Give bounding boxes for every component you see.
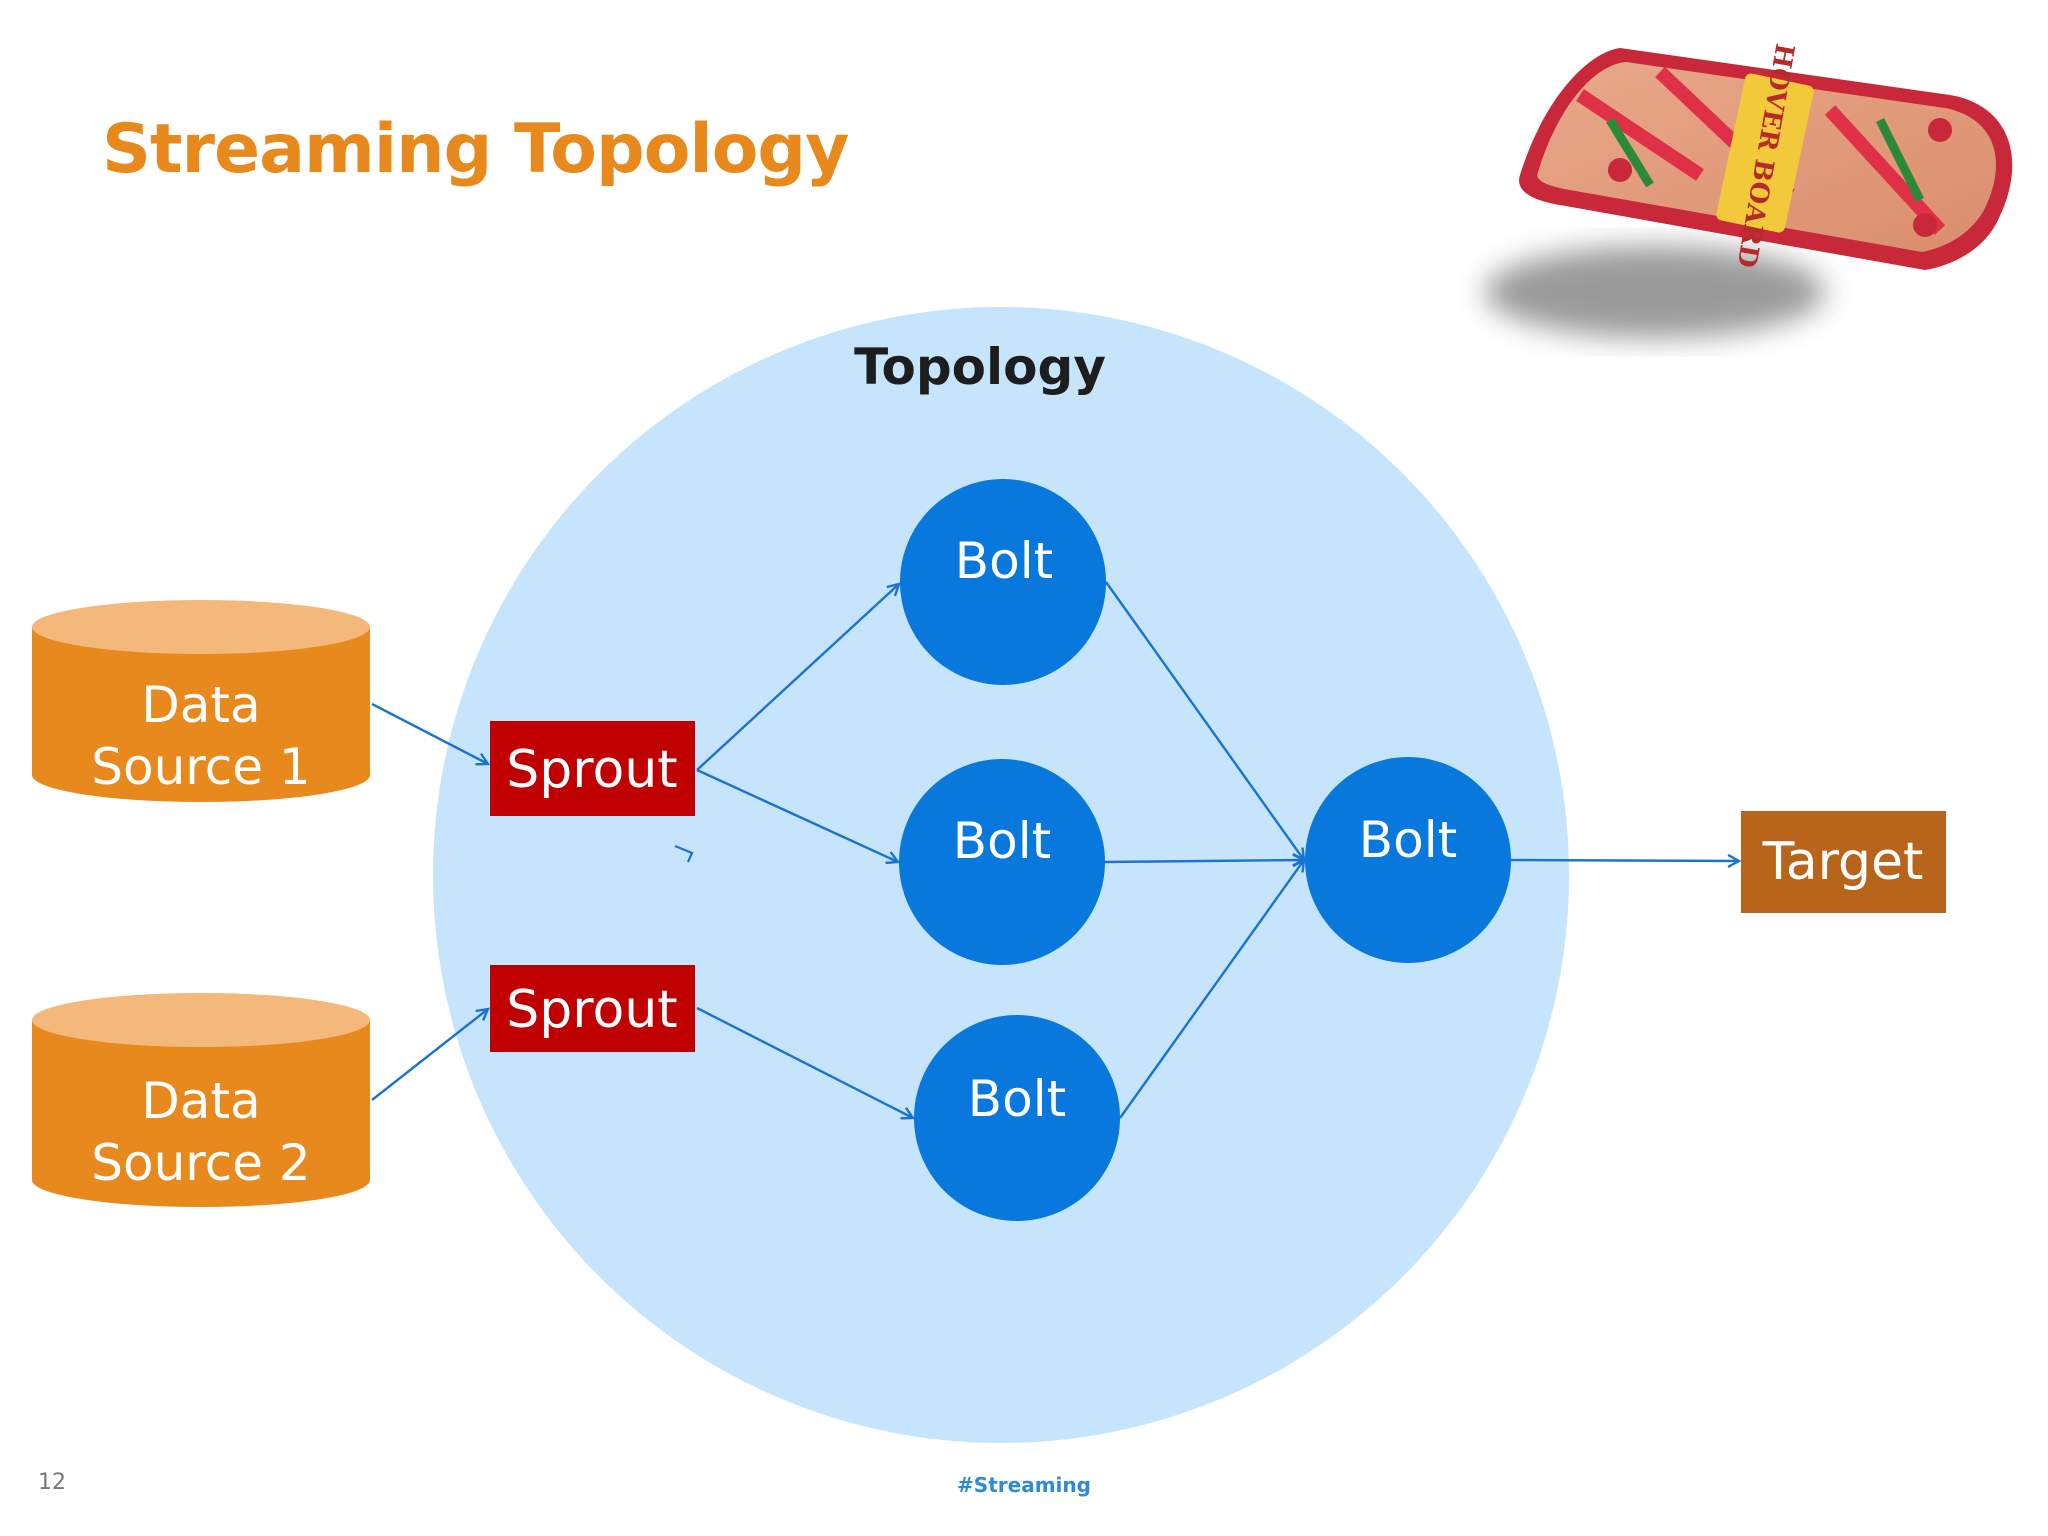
bolt-2-circle bbox=[899, 759, 1105, 965]
data-source-1-cylinder bbox=[32, 600, 370, 802]
sprout-1-box bbox=[490, 721, 695, 816]
data-source-2-line1: Data bbox=[141, 1072, 261, 1130]
bolt-4-label: Bolt bbox=[1358, 811, 1458, 869]
edge-bolt3-bolt4 bbox=[1119, 860, 1304, 1119]
bolt-3-circle bbox=[914, 1015, 1120, 1221]
bolt-2-label: Bolt bbox=[952, 812, 1052, 870]
edge-sprout1-bolt2 bbox=[696, 768, 898, 862]
data-source-1-line2: Source 1 bbox=[91, 738, 311, 796]
data-source-2-label: Data Source 2 bbox=[32, 1070, 370, 1194]
sprout-2-box bbox=[490, 965, 695, 1052]
edge-bolt1-bolt4 bbox=[1105, 581, 1304, 860]
edge-sprout1-bolt1 bbox=[696, 584, 899, 771]
data-source-1-label: Data Source 1 bbox=[32, 674, 370, 798]
page-number: 12 bbox=[38, 1470, 66, 1495]
sprout-2-label: Sprout bbox=[506, 980, 678, 1040]
data-source-1-line1: Data bbox=[141, 676, 261, 734]
topology-label: Topology bbox=[854, 338, 1106, 396]
data-source-2-cylinder bbox=[32, 993, 370, 1207]
target-label: Target bbox=[1762, 832, 1924, 892]
footer-hashtag: #Streaming bbox=[957, 1473, 1091, 1497]
edge-bolt2-bolt4 bbox=[1104, 860, 1304, 862]
bolt-3-label: Bolt bbox=[967, 1070, 1067, 1128]
edge-source2-sprout2 bbox=[371, 1009, 488, 1101]
edge-bolt4-target bbox=[1510, 860, 1739, 861]
hoverboard-image: HOVER BOARD bbox=[1485, 41, 2013, 338]
bolt-1-circle bbox=[900, 479, 1106, 685]
edge-source1-sprout1 bbox=[371, 702, 488, 764]
target-box bbox=[1741, 811, 1946, 913]
edge-sprout2-bolt3 bbox=[696, 1006, 913, 1118]
stray-arrow-mark bbox=[674, 844, 694, 863]
bolt-1-label: Bolt bbox=[954, 532, 1054, 590]
bolt-4-circle bbox=[1305, 757, 1511, 963]
sprout-1-label: Sprout bbox=[506, 740, 678, 800]
slide-title: Streaming Topology bbox=[102, 110, 849, 189]
data-source-2-line2: Source 2 bbox=[91, 1134, 311, 1192]
